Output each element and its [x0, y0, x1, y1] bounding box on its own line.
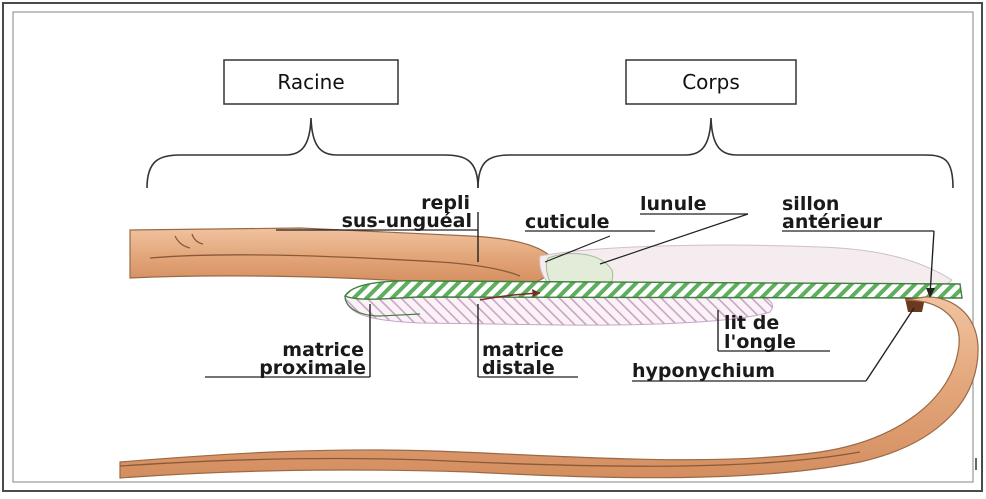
dist-matrix-label-line2: distale	[482, 357, 555, 379]
hyponychium-label: hyponychium	[632, 360, 775, 382]
body-box: Corps	[626, 60, 796, 104]
root-box: Racine	[224, 60, 398, 104]
nail-plate-green	[345, 281, 962, 299]
fold-label-line2: sus-unguéal	[342, 210, 472, 232]
root-box-label: Racine	[277, 70, 344, 94]
groove-label-line2: antérieur	[782, 211, 883, 233]
nailbed-label-line2: l'ongle	[724, 331, 796, 353]
body-box-label: Corps	[682, 70, 740, 94]
cuticle-label: cuticule	[525, 211, 610, 233]
lunula-label: lunule	[640, 193, 707, 215]
prox-matrix-label-line2: proximale	[259, 357, 366, 379]
